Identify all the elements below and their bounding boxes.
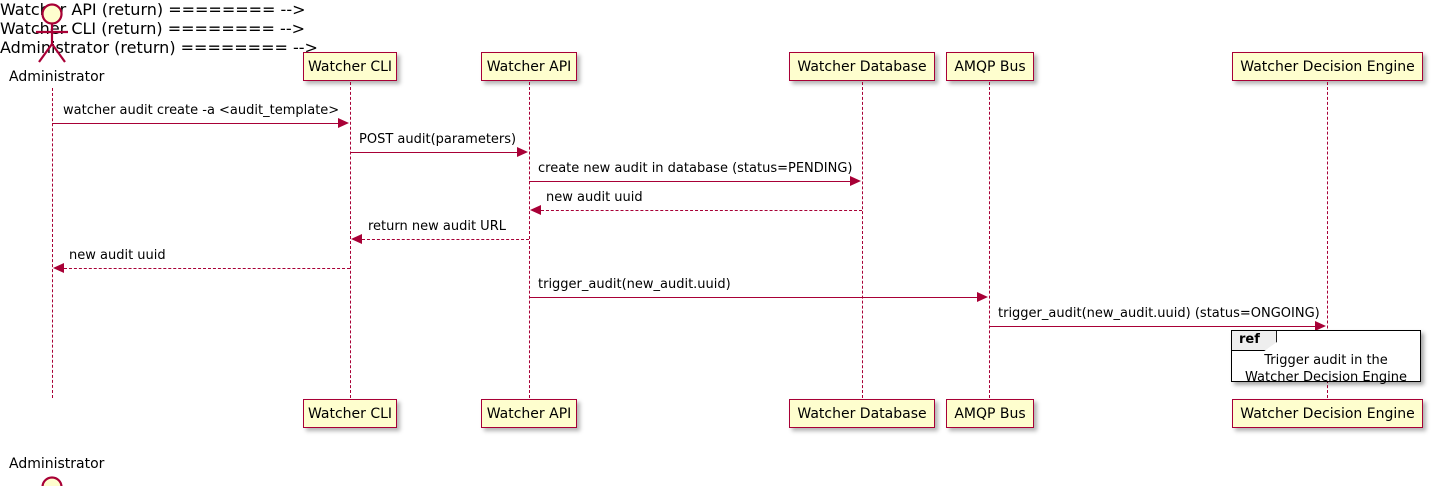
arrowhead-left-icon <box>530 205 541 215</box>
message-label: trigger_audit(new_audit.uuid) (status=ON… <box>998 306 1320 321</box>
participant-watcher-cli-bottom[interactable]: Watcher CLI <box>303 399 397 428</box>
message-label: POST audit(parameters) <box>359 132 517 147</box>
ref-fragment-body: Trigger audit in the Watcher Decision En… <box>1232 353 1420 386</box>
lifeline-watcher-decision-engine <box>1327 82 1328 398</box>
ref-fragment-line-1: Trigger audit in the <box>1264 353 1388 368</box>
message-line <box>64 268 350 269</box>
message-label: return new audit URL <box>368 219 506 234</box>
participant-amqp-bus-bottom[interactable]: AMQP Bus <box>946 399 1034 428</box>
participant-watcher-decision-engine-bottom[interactable]: Watcher Decision Engine <box>1232 399 1423 428</box>
participant-watcher-decision-engine-top[interactable]: Watcher Decision Engine <box>1232 52 1423 81</box>
lifeline-watcher-api <box>529 82 530 398</box>
message-line <box>52 123 339 124</box>
arrowhead-left-icon <box>53 263 64 273</box>
participant-amqp-bus-top[interactable]: AMQP Bus <box>946 52 1034 81</box>
participant-watcher-cli-top[interactable]: Watcher CLI <box>303 52 397 81</box>
message-label: new audit uuid <box>69 248 166 263</box>
arrowhead-right-icon <box>977 292 988 302</box>
message-line <box>362 239 529 240</box>
message-label: watcher audit create -a <audit_template> <box>63 103 340 118</box>
message-line <box>989 326 1316 327</box>
arrowhead-right-icon <box>1315 321 1326 331</box>
message-label: create new audit in database (status=PEN… <box>538 161 853 176</box>
lifeline-watcher-database <box>862 82 863 398</box>
message-line <box>529 297 978 298</box>
arrowhead-right-icon <box>850 176 861 186</box>
arrowhead-right-icon <box>517 147 528 157</box>
lifeline-watcher-cli <box>350 82 351 398</box>
participant-watcher-database-bottom[interactable]: Watcher Database <box>789 399 935 428</box>
message-label: trigger_audit(new_audit.uuid) <box>538 277 731 292</box>
ref-fragment[interactable]: ref Trigger audit in the Watcher Decisio… <box>1231 330 1421 385</box>
actor-stick-figure-icon <box>41 476 63 486</box>
actor-administrator-bottom-label: Administrator <box>9 456 105 472</box>
participant-watcher-api-top[interactable]: Watcher API <box>481 52 577 81</box>
actor-administrator-top-label: Administrator <box>9 69 105 85</box>
ref-fragment-line-2: Watcher Decision Engine <box>1245 369 1407 385</box>
arrowhead-left-icon <box>351 234 362 244</box>
ref-fragment-tab-label: ref <box>1232 331 1277 351</box>
participant-watcher-database-top[interactable]: Watcher Database <box>789 52 935 81</box>
participant-watcher-api-bottom[interactable]: Watcher API <box>481 399 577 428</box>
message-label: new audit uuid <box>546 190 643 205</box>
arrowhead-right-icon <box>338 118 349 128</box>
message-line <box>529 181 851 182</box>
actor-stick-figure-icon <box>36 3 68 63</box>
message-line <box>350 152 518 153</box>
lifeline-amqp-bus <box>989 82 990 398</box>
message-line <box>541 210 862 211</box>
lifeline-administrator <box>52 88 53 398</box>
